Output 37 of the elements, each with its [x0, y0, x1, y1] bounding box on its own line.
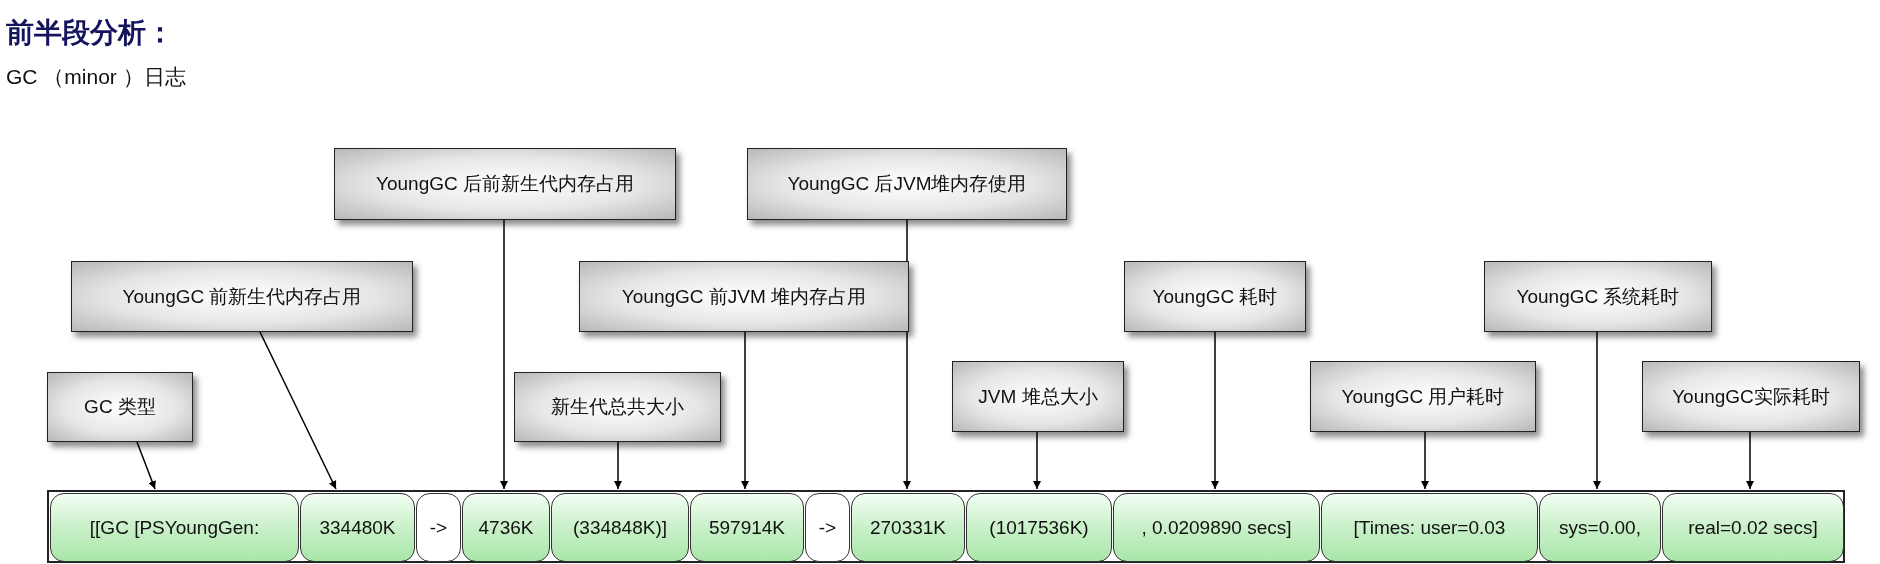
log-segment: 334480K — [300, 493, 415, 562]
callout-box: YoungGC 系统耗时 — [1484, 261, 1712, 332]
callout-box: YoungGC 前JVM 堆内存占用 — [579, 261, 909, 332]
log-segment: (334848K)] — [551, 493, 689, 562]
subtitle: GC （minor ）日志 — [6, 64, 186, 90]
arrow — [1421, 431, 1429, 490]
arrow-segment: -> — [416, 493, 461, 562]
callout-box: YoungGC实际耗时 — [1642, 361, 1860, 432]
arrow-segment: -> — [805, 493, 850, 562]
log-segment: real=0.02 secs] — [1662, 493, 1844, 562]
callout-box: YoungGC 前新生代内存占用 — [71, 261, 413, 332]
arrow — [259, 331, 337, 490]
log-segment: [[GC [PSYoungGen: — [50, 493, 299, 562]
callout-box: YoungGC 后JVM堆内存使用 — [747, 148, 1067, 220]
callout-box: YoungGC 后前新生代内存占用 — [334, 148, 676, 220]
arrow — [136, 441, 156, 490]
arrow — [1033, 431, 1041, 490]
log-segment: 4736K — [462, 493, 550, 562]
log-segment: [Times: user=0.03 — [1321, 493, 1538, 562]
log-segment: sys=0.00, — [1539, 493, 1661, 562]
log-segment: 270331K — [851, 493, 965, 562]
heading: 前半段分析： — [6, 16, 174, 50]
log-segment: , 0.0209890 secs] — [1113, 493, 1320, 562]
callout-box: JVM 堆总大小 — [952, 361, 1124, 432]
callout-box: GC 类型 — [47, 372, 193, 442]
arrow — [614, 441, 622, 490]
log-segment: (1017536K) — [966, 493, 1112, 562]
log-line-bar — [47, 490, 1845, 563]
arrow — [1746, 431, 1754, 490]
arrow — [1593, 331, 1601, 490]
callout-box: YoungGC 耗时 — [1124, 261, 1306, 332]
arrow — [500, 219, 508, 490]
arrow — [1211, 331, 1219, 490]
log-segment: 597914K — [690, 493, 804, 562]
arrow — [741, 331, 749, 490]
callout-box: 新生代总共大小 — [514, 372, 721, 442]
callout-box: YoungGC 用户耗时 — [1310, 361, 1536, 432]
